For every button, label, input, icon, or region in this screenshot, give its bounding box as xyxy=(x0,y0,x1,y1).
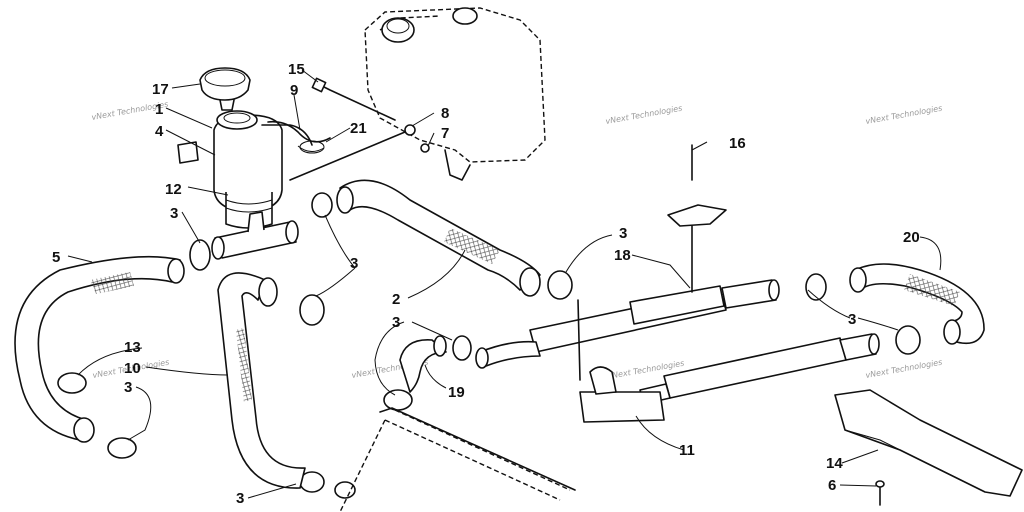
callout-3d: 3 xyxy=(848,311,856,328)
tee-fitting xyxy=(211,211,299,260)
callout-19: 19 xyxy=(448,384,465,401)
skid-plate xyxy=(834,389,1023,506)
radiator-frame xyxy=(339,407,576,512)
callout-4: 4 xyxy=(155,123,164,140)
callout-12: 12 xyxy=(165,181,182,198)
surge-tank xyxy=(177,110,313,229)
callout-3f: 3 xyxy=(124,379,132,396)
callout-6: 6 xyxy=(828,477,836,494)
callout-7: 7 xyxy=(441,125,449,142)
elbow-hose xyxy=(399,335,447,393)
callout-1: 1 xyxy=(155,101,163,118)
callout-8: 8 xyxy=(441,105,449,122)
callout-10: 10 xyxy=(124,360,141,377)
hose-5 xyxy=(14,255,185,443)
callout-3g: 3 xyxy=(236,490,244,507)
nut-washer xyxy=(289,124,430,181)
callouts: 17 1 4 12 3 15 9 21 8 7 5 3 2 3 18 16 20… xyxy=(52,61,920,507)
heat-exchanger-upper xyxy=(475,279,780,369)
watermark: vNext Technologies xyxy=(865,104,943,126)
callout-2: 2 xyxy=(392,291,400,308)
hose-clamps xyxy=(57,192,921,499)
bolt xyxy=(311,77,396,121)
callout-16: 16 xyxy=(729,135,746,152)
callout-13: 13 xyxy=(124,339,141,356)
callout-9: 9 xyxy=(290,82,298,99)
callout-3e: 3 xyxy=(392,314,400,331)
hose-20 xyxy=(849,263,985,345)
overflow-hose xyxy=(267,120,331,154)
fitting-11 xyxy=(577,299,665,423)
leader-lines xyxy=(67,69,942,499)
callout-14: 14 xyxy=(826,455,843,472)
radiator-cap xyxy=(199,67,251,111)
callout-5: 5 xyxy=(52,249,60,266)
callout-3b: 3 xyxy=(350,255,358,272)
heat-exchanger-lower xyxy=(639,333,880,405)
hose-10 xyxy=(217,272,306,489)
callout-17: 17 xyxy=(152,81,169,98)
callout-20: 20 xyxy=(903,229,920,246)
watermark: vNext Technologies xyxy=(605,104,683,126)
callout-3a: 3 xyxy=(170,205,178,222)
callout-3c: 3 xyxy=(619,225,627,242)
callout-18: 18 xyxy=(614,247,631,264)
watermark: vNext Technologies xyxy=(865,358,943,380)
sensor-16 xyxy=(667,144,727,293)
callout-11: 11 xyxy=(679,442,695,459)
callout-21: 21 xyxy=(350,120,367,137)
hose-2 xyxy=(336,179,541,297)
callout-15: 15 xyxy=(288,61,305,78)
reservoir-tank xyxy=(364,7,546,181)
